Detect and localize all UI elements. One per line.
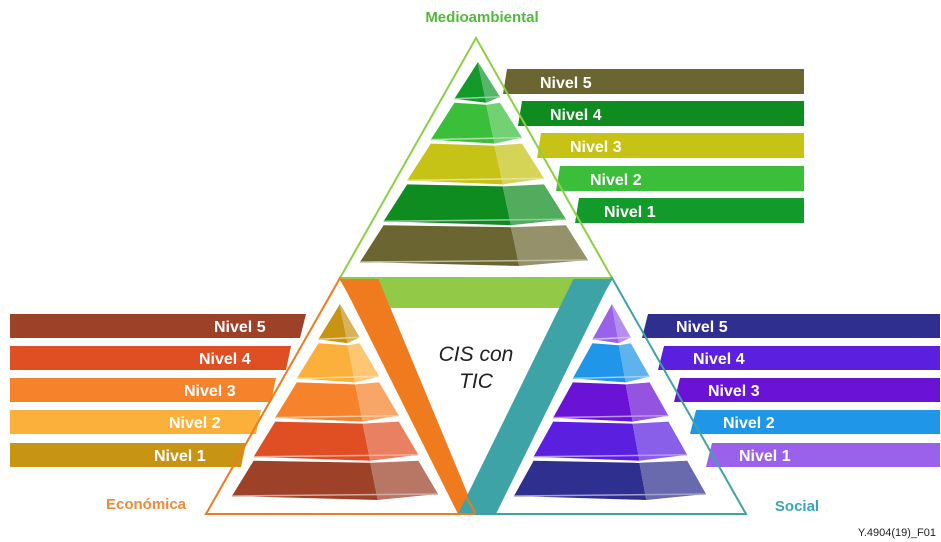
left-label-nivel-1: Nivel 1 [154,448,206,465]
left-level-bars: Nivel 5 Nivel 4 Nivel 3 Nivel 2 Nivel 1 [10,314,306,467]
left-label-nivel-2: Nivel 2 [169,415,221,432]
right-pyramid-tier-side-3 [625,382,669,422]
top-label-nivel-5: Nivel 5 [540,75,592,92]
top-pyramid-tier-side-2 [502,184,566,226]
left-pyramid-tier-front-3 [275,382,363,422]
top-pyramid-tier-rim-1 [359,259,589,263]
left-pyramid-tier-side-3 [355,382,399,422]
left-pyramid-tier-rim-2 [253,454,419,458]
right-label-nivel-1: Nivel 1 [739,448,791,465]
left-pyramid-tier-rim-1 [231,493,439,497]
right-level-bars: Nivel 5 Nivel 4 Nivel 3 Nivel 2 Nivel 1 [642,314,940,467]
right-pyramid-tier-front-5 [592,304,619,344]
top-bar-nivel-5 [503,69,804,94]
center-background [340,278,612,514]
left-pyramid-tier-front-5 [318,304,348,344]
right-pyramid-tier-front-2 [533,421,640,461]
left-pyramid-tier-rim-4 [296,375,380,380]
right-diagonal-band [458,278,612,514]
top-triangle-outline [338,35,614,279]
right-pyramid-tier-side-5 [612,304,631,344]
right-bar-nivel-2 [690,410,940,434]
left-label-nivel-4: Nivel 4 [199,351,251,368]
top-pyramid-tier-front-3 [407,143,503,185]
left-bar-nivel-2 [10,410,261,434]
right-pyramid-tier-side-1 [639,460,706,500]
right-label-nivel-4: Nivel 4 [693,351,745,368]
left-bar-nivel-3 [10,378,276,402]
left-pyramid-tier-front-2 [253,421,371,461]
right-pyramid-tier-rim-1 [513,493,707,497]
top-pyramid-tier-rim-4 [430,136,523,141]
section-title-economica: Económica [106,496,187,513]
top-pyramid-tier-front-1 [360,225,520,266]
top-bar-nivel-3 [537,133,804,158]
right-pyramid-tier-side-2 [632,421,688,461]
top-pyramid-tier-rim-5 [454,96,501,100]
left-pyramid-tier-rim-5 [318,336,360,340]
right-pyramid-tier-rim-2 [533,454,688,458]
left-bar-nivel-4 [10,346,291,370]
right-label-nivel-3: Nivel 3 [708,383,760,400]
right-pyramid-tier-rim-5 [592,336,631,340]
top-bar-nivel-4 [518,101,804,126]
figure-code: Y.4904(19)_F01 [858,527,936,539]
right-pyramid-tier-rim-3 [553,414,669,419]
right-pyramid-tier-front-1 [514,460,647,500]
section-title-medioambiental: Medioambiental [425,9,538,26]
top-pyramid-tier-side-5 [478,62,500,103]
right-pyramid-tier-rim-4 [572,375,650,380]
top-bar-nivel-2 [556,166,804,191]
top-pyramid [359,62,589,266]
left-pyramid-tier-side-4 [347,343,380,383]
center-top-band [340,278,612,308]
right-pyramid-tier-front-4 [572,343,626,383]
center-label-line-1: CIS con [439,343,514,366]
right-bar-nivel-5 [642,314,940,338]
left-pyramid-tier-rim-3 [275,414,399,419]
left-pyramid-tier-side-5 [340,304,360,344]
top-bar-nivel-1 [575,198,804,223]
left-bar-nivel-5 [10,314,306,338]
left-pyramid-tier-front-1 [232,460,378,500]
left-pyramid-tier-side-1 [370,460,438,500]
top-pyramid-tier-side-1 [511,225,588,266]
section-title-social: Social [775,498,819,515]
top-pyramid-tier-front-4 [430,102,495,144]
left-triangle-outline [204,275,478,515]
top-pyramid-tier-rim-2 [383,218,567,222]
left-pyramid [231,304,439,500]
top-pyramid-tier-front-2 [383,184,512,226]
top-label-nivel-2: Nivel 2 [590,172,642,189]
left-pyramid-tier-side-2 [362,421,419,461]
right-bar-nivel-4 [658,346,940,370]
right-pyramid [513,304,707,500]
right-triangle-outline [474,275,748,515]
top-pyramid-tier-front-5 [454,62,487,103]
left-label-nivel-3: Nivel 3 [184,383,236,400]
right-bar-nivel-1 [706,443,940,467]
top-pyramid-tier-rim-3 [407,177,545,182]
top-pyramid-tier-side-3 [494,143,544,185]
left-bar-nivel-1 [10,443,246,467]
right-label-nivel-5: Nivel 5 [676,319,728,336]
right-pyramid-tier-front-3 [553,382,633,422]
top-label-nivel-3: Nivel 3 [570,139,622,156]
top-label-nivel-1: Nivel 1 [604,204,656,221]
left-pyramid-tier-front-4 [296,343,356,383]
right-pyramid-tier-side-4 [618,343,650,383]
right-label-nivel-2: Nivel 2 [723,415,775,432]
center-label-line-2: TIC [459,370,494,393]
right-bar-nivel-3 [674,378,940,402]
top-level-bars: Nivel 5 Nivel 4 Nivel 3 Nivel 2 Nivel 1 [503,69,804,223]
left-label-nivel-5: Nivel 5 [214,319,266,336]
top-pyramid-tier-side-4 [486,102,522,144]
top-label-nivel-4: Nivel 4 [550,107,602,124]
